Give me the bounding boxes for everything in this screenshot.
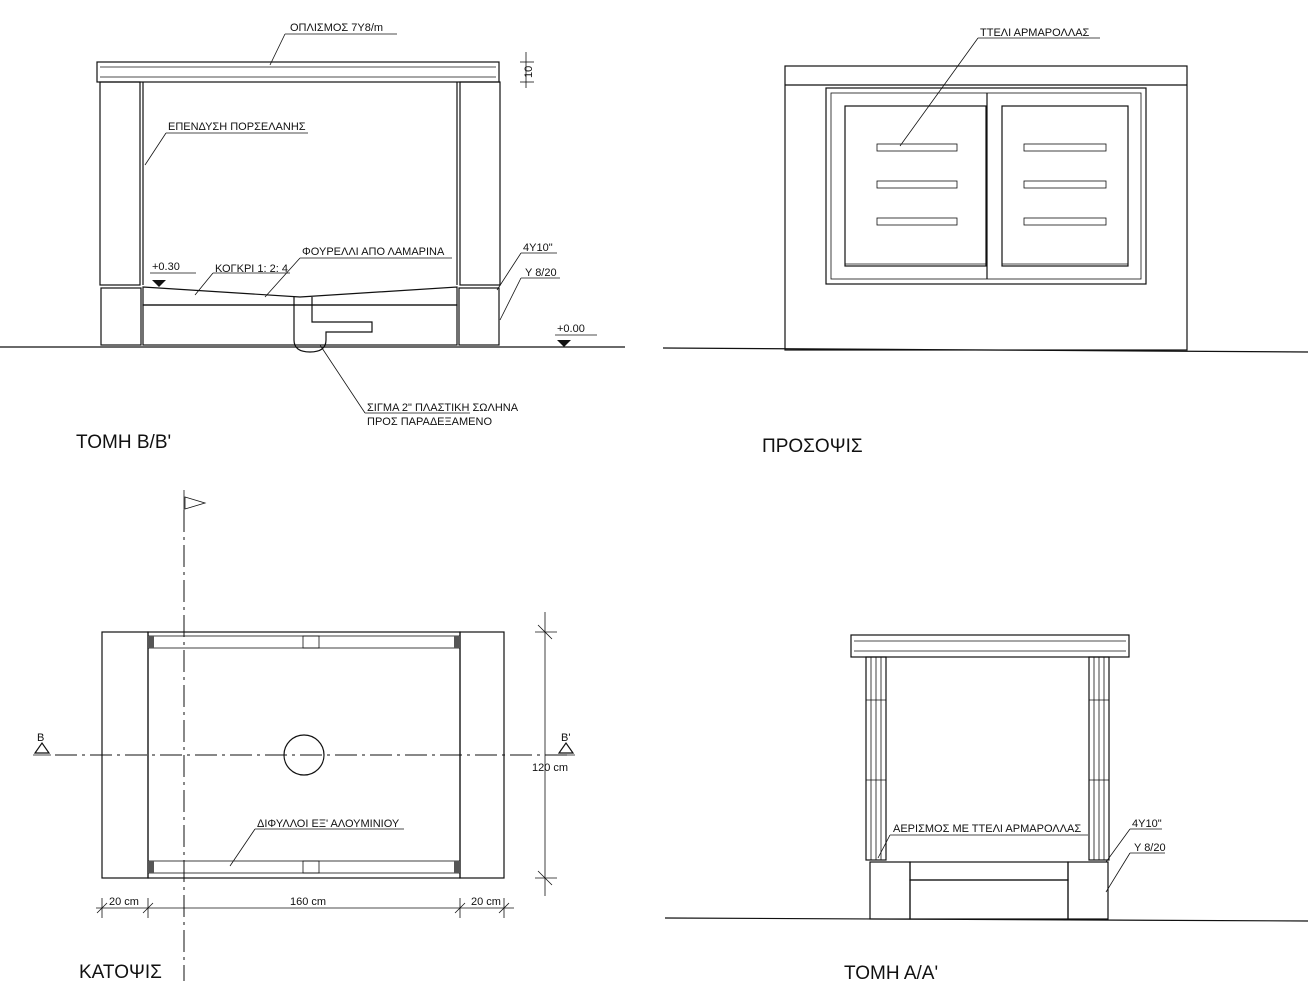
- label-thickness: 10: [523, 66, 535, 78]
- drain: [283, 734, 325, 776]
- title-section-bb: ΤΟΜΗ Β/Β': [76, 432, 171, 453]
- label-level-top: +0.30: [152, 261, 180, 273]
- label-section-right: Β': [561, 732, 570, 744]
- aa-floor-slab: [909, 861, 1069, 881]
- louver: [1023, 217, 1107, 226]
- label-trap-line1: ΣΙΓΜΑ 2" ΠΛΑΣΤΙΚΗ ΣΩΛΗΝΑ: [367, 402, 519, 414]
- elevation-drawing: ΤΤΕΛΙ ΑΡΜΑΡΟΛΛΑΣ ΠΡΟΣΟΨΙΣ: [662, 27, 1308, 457]
- label-section-left: Β: [37, 732, 44, 744]
- right-wall: [459, 81, 501, 286]
- louver: [876, 180, 958, 189]
- louver: [876, 143, 958, 152]
- doors-top: [147, 635, 461, 649]
- louver: [1023, 143, 1107, 152]
- infill: [142, 304, 458, 346]
- door-leaf-left: [844, 105, 987, 267]
- label-dim-middle: 160 cm: [290, 896, 326, 908]
- label-sheet-tray: ΦΟΥΡΕΛΛΙ ΑΠΟ ΛΑΜΑΡΙΝΑ: [302, 246, 445, 258]
- label-rebar-stirrup: Υ 8/20: [525, 267, 557, 279]
- aa-infill: [909, 879, 1069, 920]
- label-dim-left: 20 cm: [109, 896, 139, 908]
- title-elevation: ΠΡΟΣΟΨΙΣ: [762, 436, 863, 457]
- left-wall: [99, 81, 141, 286]
- title-plan: ΚΑΤΟΨΙΣ: [79, 962, 162, 981]
- level-marker-ground: [557, 340, 571, 347]
- section-aa-drawing: ΑΕΡΙΣΜΟΣ ΜΕ ΤΤΕΛΙ ΑΡΜΑΡΟΛΛΑΣ 4Υ10" Υ 8/2…: [664, 634, 1308, 981]
- top-slab: [96, 61, 500, 83]
- aa-top-slab: [850, 634, 1130, 658]
- louver: [1023, 180, 1107, 189]
- label-ventilation: ΑΕΡΙΣΜΟΣ ΜΕ ΤΤΕΛΙ ΑΡΜΑΡΟΛΛΑΣ: [893, 823, 1081, 835]
- label-louvers: ΤΤΕΛΙ ΑΡΜΑΡΟΛΛΑΣ: [980, 27, 1090, 39]
- aa-right-footing: [1067, 861, 1109, 920]
- doors-bottom: [147, 860, 461, 874]
- label-cladding: ΕΠΕΝΔΥΣΗ ΠΟΡΣΕΛΑΝΗΣ: [168, 121, 306, 133]
- label-aa-rebar-main: 4Υ10": [1132, 818, 1162, 830]
- label-dim-right: 20 cm: [471, 896, 501, 908]
- louver: [876, 217, 958, 226]
- title-section-aa: ΤΟΜΗ Α/Α': [844, 963, 938, 981]
- aa-left-footing: [869, 861, 911, 920]
- section-bb-drawing: ΟΠΛΙΣΜΟΣ 7Υ8/m 10 ΕΠΕΝΔΥΣΗ ΠΟΡΣΕΛΑΝΗΣ ΦΟ…: [0, 22, 625, 453]
- label-dim-height: 120 cm: [532, 762, 568, 774]
- label-level-ground: +0.00: [557, 323, 585, 335]
- label-trap-line2: ΠΡΟΣ ΠΑΡΑΔΕΞΑΜΕΝΟ: [367, 416, 492, 428]
- label-rebar-main: 4Υ10": [523, 242, 553, 254]
- door-frame: [825, 87, 1147, 285]
- label-reinforcement: ΟΠΛΙΣΜΟΣ 7Υ8/m: [290, 22, 383, 34]
- label-doors: ΔΙΦΥΛΛΟΙ ΕΞ' ΑΛΟΥΜΙΝΙΟΥ: [257, 818, 400, 830]
- label-aa-rebar-stirrup: Υ 8/20: [1134, 842, 1166, 854]
- concrete-floor: [142, 286, 458, 306]
- trap-pipe: [293, 297, 373, 353]
- door-leaf-right: [1001, 105, 1129, 267]
- label-concrete-mix: ΚΟΓΚΡΙ 1: 2: 4: [215, 263, 288, 275]
- plan-drawing: Β Β' 120 cm 20 cm 160 cm 20 cm ΔΙΦΥΛΛΟΙ …: [33, 490, 575, 981]
- level-marker-top: [152, 280, 166, 287]
- cabinet-body: [784, 65, 1188, 351]
- right-footing: [458, 287, 500, 346]
- left-footing: [100, 287, 142, 346]
